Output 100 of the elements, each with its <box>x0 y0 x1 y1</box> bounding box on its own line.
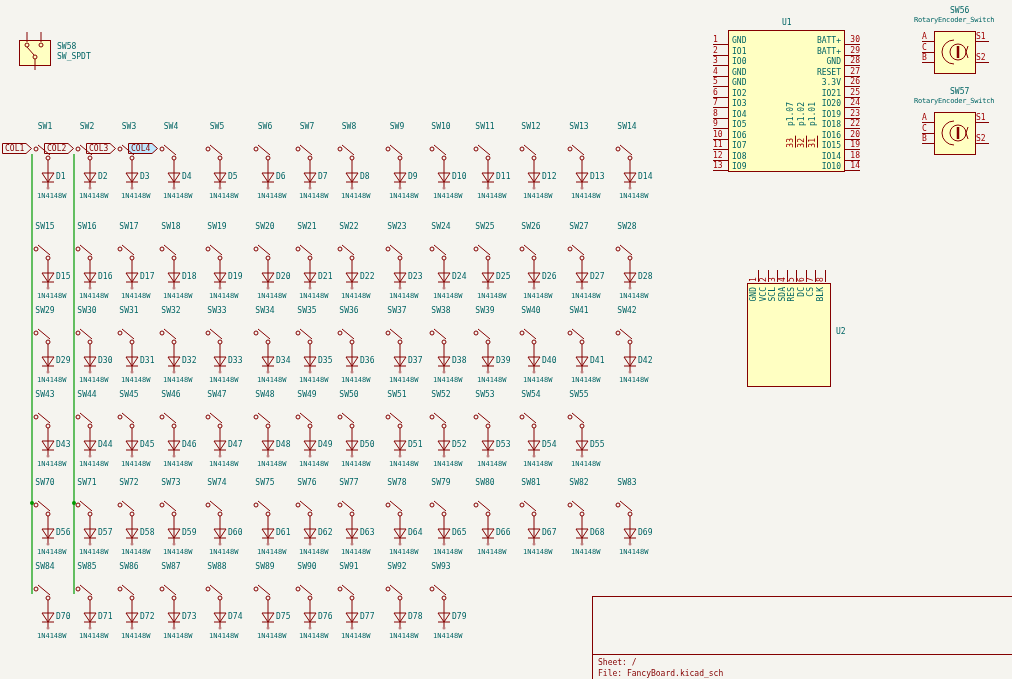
pin-name: p1.02 <box>797 102 806 127</box>
pin-number: 12 <box>713 150 728 161</box>
diode-reference: D9 <box>408 172 418 181</box>
diode-reference: D75 <box>276 612 291 621</box>
pin-name: IO21 <box>821 88 841 98</box>
switch-reference: SW85 <box>77 562 97 571</box>
switch-reference: SW77 <box>339 478 359 487</box>
pin-number: 26 <box>845 77 860 87</box>
diode-reference: D24 <box>452 272 467 281</box>
switch-reference: SW93 <box>431 562 451 571</box>
switch-reference: SW90 <box>297 562 317 571</box>
switch-reference: SW49 <box>297 390 317 399</box>
pin-name: BATT+ <box>816 36 841 45</box>
pin-name: S1 <box>976 32 989 42</box>
switch-reference: SW78 <box>387 478 407 487</box>
pin-name: IO9 <box>732 162 747 171</box>
diode-reference: D66 <box>496 528 511 537</box>
switch-reference: SW42 <box>617 306 637 315</box>
switch-reference: SW75 <box>255 478 275 487</box>
switch-reference: SW28 <box>617 222 637 231</box>
switch-reference: SW11 <box>475 122 495 131</box>
switch-reference: SW72 <box>119 478 139 487</box>
pin-number: 19 <box>845 140 860 150</box>
diode-reference: D27 <box>590 272 605 281</box>
pin-number: 5 <box>787 270 797 282</box>
reference-designator: SW56 <box>950 6 970 15</box>
diode-reference: D79 <box>452 612 467 621</box>
switch-reference: SW18 <box>161 222 181 231</box>
pin-name: IO7 <box>732 141 747 150</box>
pin-name: SCL <box>768 287 777 302</box>
switch-reference: SW35 <box>297 306 317 315</box>
pin-name: C <box>922 42 934 53</box>
switch-reference: SW12 <box>521 122 541 131</box>
diode-reference: D2 <box>98 172 108 181</box>
switch-reference: SW25 <box>475 222 495 231</box>
diode-reference: D20 <box>276 272 291 281</box>
switch-reference: SW45 <box>119 390 139 399</box>
reference-designator: SW57 <box>950 87 970 96</box>
pin-name: GND <box>749 287 758 302</box>
switch-reference: SW5 <box>209 122 225 131</box>
pin-number: 31 <box>808 136 818 148</box>
switch-reference: SW39 <box>475 306 495 315</box>
pin-name: 3.3V <box>821 78 841 87</box>
switch-reference: SW29 <box>35 306 55 315</box>
diode-reference: D13 <box>590 172 605 181</box>
pin-name: p1.01 <box>808 102 817 127</box>
pin-name: IO1 <box>732 46 747 56</box>
diode-reference: D64 <box>408 528 423 537</box>
diode-reference: D59 <box>182 528 197 537</box>
pin-number: 18 <box>845 150 860 161</box>
pin-name: A <box>922 32 934 42</box>
pin-number: 8 <box>815 270 826 282</box>
pin-name: VCC <box>758 287 768 302</box>
pin-number: 23 <box>845 108 860 119</box>
diode-reference: D10 <box>452 172 467 181</box>
diode-reference: D8 <box>360 172 370 181</box>
pin-name: C <box>922 123 934 134</box>
diode-reference: D35 <box>318 356 333 365</box>
switch-reference: SW22 <box>339 222 359 231</box>
switch-reference: SW82 <box>569 478 589 487</box>
switch-reference: SW80 <box>475 478 495 487</box>
switch-reference: SW9 <box>389 122 405 131</box>
switch-reference: SW36 <box>339 306 359 315</box>
pin-name: IO6 <box>732 130 747 140</box>
switch-reference: SW10 <box>431 122 451 131</box>
switch-reference: SW17 <box>119 222 139 231</box>
diode-reference: D41 <box>590 356 605 365</box>
diode-reference: D32 <box>182 356 197 365</box>
switch-reference: SW32 <box>161 306 181 315</box>
diode-reference: D57 <box>98 528 113 537</box>
diode-reference: D62 <box>318 528 333 537</box>
diode-reference: D33 <box>228 356 243 365</box>
sheet-name: Sheet: / <box>598 658 637 667</box>
switch-reference: SW74 <box>207 478 227 487</box>
reference-designator: SW58 <box>57 42 77 51</box>
diode-reference: D48 <box>276 440 291 449</box>
switch-reference: SW83 <box>617 478 637 487</box>
net-label: COL3 <box>86 143 116 154</box>
switch-reference: SW20 <box>255 222 275 231</box>
diode-reference: D45 <box>140 440 155 449</box>
pin-number: 1 <box>713 35 728 45</box>
pin-number: 3 <box>768 270 778 282</box>
pin-name: GND <box>732 36 747 45</box>
diode-reference: D21 <box>318 272 333 281</box>
pin-name: IO0 <box>732 57 747 66</box>
switch-reference: SW6 <box>257 122 273 131</box>
switch-reference: SW55 <box>569 390 589 399</box>
diode-reference: D31 <box>140 356 155 365</box>
switch-reference: SW19 <box>207 222 227 231</box>
diode-reference: D30 <box>98 356 113 365</box>
switch-reference: SW16 <box>77 222 97 231</box>
net-label: COL2 <box>44 143 74 154</box>
switch-reference: SW44 <box>77 390 97 399</box>
pin-number: 9 <box>713 119 728 129</box>
diode-reference: D63 <box>360 528 375 537</box>
switch-reference: SW3 <box>121 122 137 131</box>
diode-reference: D11 <box>496 172 511 181</box>
pin-name: IO8 <box>732 151 747 161</box>
diode-reference: D34 <box>276 356 291 365</box>
pin-name: GND <box>732 67 747 77</box>
